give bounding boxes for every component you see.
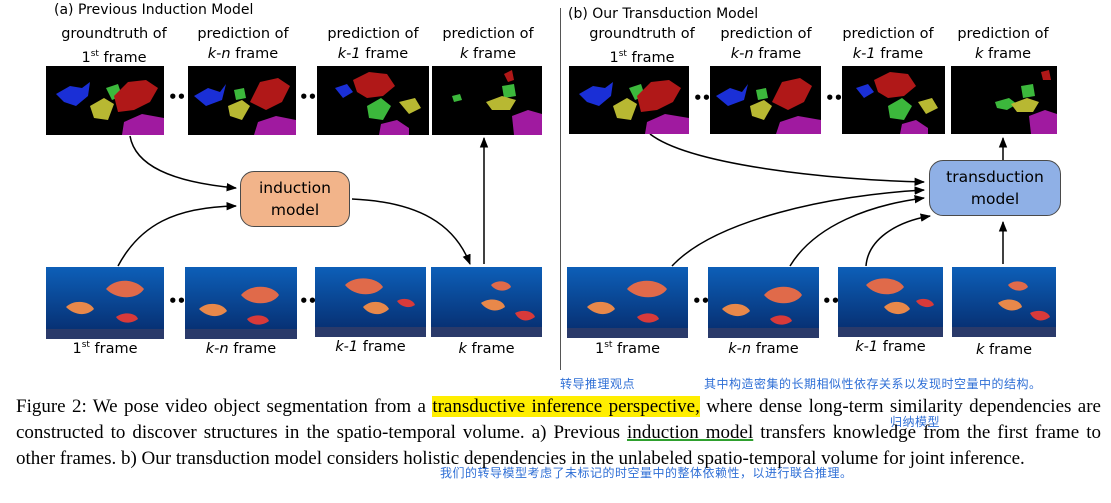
left-panel-title: (a) Previous Induction Model xyxy=(54,2,254,18)
left-mask-frame-k xyxy=(432,66,542,135)
left-bottom-dots-1: •• xyxy=(168,292,186,310)
left-top-dots-1: •• xyxy=(168,88,186,106)
left-bottom-label-2: k-n frame xyxy=(205,341,277,357)
left-top-label-4: prediction of k frame xyxy=(442,26,534,62)
arrow-gt-to-transduction xyxy=(649,133,926,186)
figure-caption: Figure 2: We pose video object segmentat… xyxy=(16,396,1101,469)
right-bottom-label-3: k-1 frame xyxy=(855,339,926,355)
right-top-label-4: prediction of k frame xyxy=(957,26,1049,62)
right-bottom-label-2: k-n frame xyxy=(728,341,799,357)
left-video-frame-kn xyxy=(185,267,297,339)
caption-underline: induction model xyxy=(626,422,754,443)
right-bottom-dots-1: •• xyxy=(692,292,710,310)
right-top-dots-2: •• xyxy=(825,89,843,107)
left-mask-frame-1 xyxy=(46,66,164,135)
arrow-induction-to-framek xyxy=(351,198,471,265)
left-top-label-3: prediction of k-1 frame xyxy=(327,26,419,62)
right-mask-frame-k1 xyxy=(842,66,945,134)
right-video-frame-kn xyxy=(708,267,819,338)
right-top-label-1: groundtruth of 1st frame xyxy=(589,26,695,66)
left-bottom-label-1: 1st frame xyxy=(72,340,138,357)
arrow-frame1-to-induction xyxy=(117,201,238,267)
left-top-label-1: groundtruth of 1st frame xyxy=(61,26,167,66)
right-video-frame-1 xyxy=(567,267,688,338)
right-panel-title: (b) Our Transduction Model xyxy=(568,6,759,22)
annotation-transductive-view: 转导推理观点 xyxy=(560,377,636,391)
arrow-framek1-to-transduction xyxy=(865,213,932,267)
right-bottom-label-4: k frame xyxy=(975,342,1032,358)
right-bottom-label-1: 1st frame xyxy=(594,340,661,357)
left-bottom-dots-2: •• xyxy=(299,292,317,310)
annotation-transduction-holistic: 我们的转导模型考虑了未标记的时空量中的整体依赖性，以进行联合推理。 xyxy=(440,466,853,480)
left-top-label-2: prediction of k-n frame xyxy=(197,26,289,62)
right-bottom-dots-2: •• xyxy=(822,292,840,310)
arrow-gt-to-induction xyxy=(129,135,238,192)
right-mask-frame-kn xyxy=(710,66,821,134)
right-video-frame-k xyxy=(952,267,1056,337)
caption-highlight: transductive inference perspective, xyxy=(432,396,700,417)
annotation-dense-dependencies: 其中构造密集的长期相似性依存关系以发现时空量中的结构。 xyxy=(704,377,1042,391)
left-video-frame-k1 xyxy=(315,267,426,337)
right-mask-frame-k xyxy=(951,66,1057,134)
arrow-frame1-to-transduction xyxy=(671,186,926,267)
panel-divider xyxy=(560,8,562,370)
left-bottom-label-3: k-1 frame xyxy=(335,339,406,355)
right-top-label-3: prediction of k-1 frame xyxy=(842,26,934,62)
left-top-dots-2: •• xyxy=(299,88,317,106)
arrow-framekn-to-transduction xyxy=(789,195,926,267)
annotation-induction-model: 归纳模型 xyxy=(890,415,941,429)
left-mask-frame-k1 xyxy=(317,66,429,135)
left-video-frame-1 xyxy=(46,267,164,339)
right-top-label-2: prediction of k-n frame xyxy=(720,26,812,62)
left-mask-frame-kn xyxy=(188,66,296,135)
right-video-frame-k1 xyxy=(838,267,943,337)
right-mask-frame-1 xyxy=(569,66,689,134)
left-bottom-label-4: k frame xyxy=(458,341,515,357)
right-top-dots-1: •• xyxy=(693,89,711,107)
left-video-frame-k xyxy=(431,267,542,337)
